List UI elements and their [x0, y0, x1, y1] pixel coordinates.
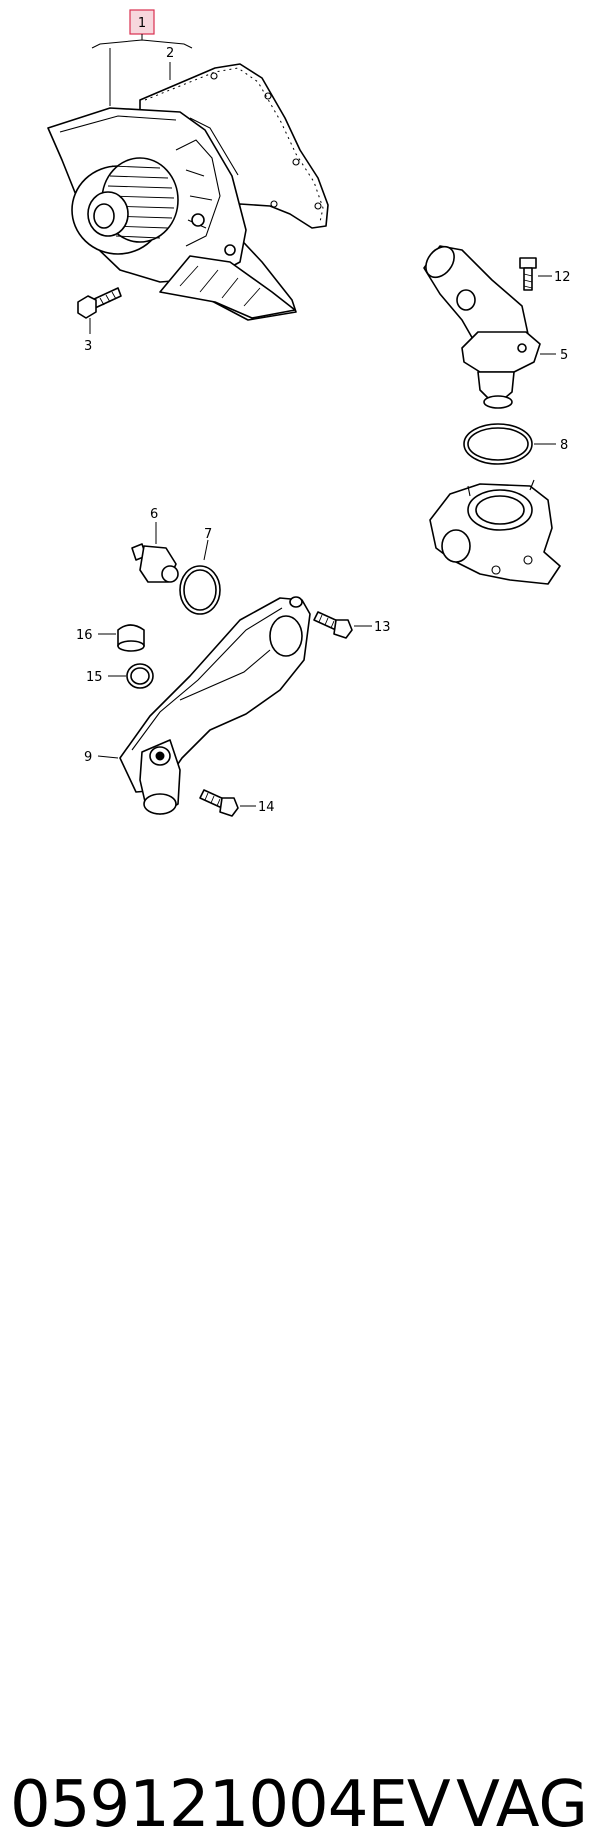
callout-7: 7	[204, 527, 212, 542]
callout-1-bracket	[91, 34, 193, 49]
pump-bolt-hole	[191, 213, 205, 227]
bolt-12-shank	[523, 267, 533, 291]
leader-7	[203, 539, 209, 561]
brand-name: VAG	[456, 1768, 588, 1842]
casting-ribs	[467, 479, 535, 497]
bolt-13	[313, 611, 372, 639]
pump-lower-plate	[159, 255, 296, 319]
impeller-detail	[175, 139, 221, 247]
water-pump-assembly	[47, 63, 329, 321]
callout-1-highlight	[129, 9, 155, 35]
gasket-hole	[210, 72, 218, 80]
thermostat-seal	[483, 395, 513, 409]
callout-1-group: 1	[91, 9, 193, 106]
bolt-13-head	[333, 619, 353, 639]
callout-12: 12	[554, 270, 571, 285]
bolt-12-head	[519, 257, 537, 269]
exploded-view-drawing: 1 2 3 12 5 8	[47, 9, 571, 817]
bolt-12-thread	[523, 273, 533, 289]
bolt-12	[519, 257, 552, 291]
thermostat-flange	[461, 331, 541, 373]
callout-8: 8	[560, 438, 568, 453]
gasket-hole	[270, 200, 278, 208]
bolt-13-thread	[318, 614, 335, 629]
parts-diagram: 1 2 3 12 5 8	[47, 9, 571, 817]
gasket-hole	[314, 202, 322, 210]
callout-6: 6	[150, 507, 158, 522]
gasket-hole	[292, 158, 300, 166]
pipe-side-port	[456, 289, 476, 311]
housing-rib	[179, 649, 271, 701]
flange-rib	[189, 117, 239, 176]
lower-plate-hatch	[179, 265, 261, 307]
callout-15: 15	[86, 670, 103, 685]
callout-2: 2	[166, 46, 174, 61]
sensor-6	[131, 522, 179, 583]
housing-port	[269, 615, 303, 657]
footer: 059121004EV VAG	[0, 880, 600, 1842]
callout-13: 13	[374, 620, 391, 635]
outlet-pipe-mouth	[425, 245, 455, 279]
washer-15	[108, 663, 154, 689]
pump-bolt-hole-2	[224, 244, 236, 256]
callout-1: 1	[138, 16, 146, 31]
bolt-14	[199, 789, 256, 817]
part-number: 059121004EV	[10, 1768, 451, 1842]
callout-14: 14	[258, 800, 275, 815]
housing-inner-edge	[131, 607, 283, 751]
callout-5: 5	[560, 348, 568, 363]
flange-edge	[59, 115, 177, 133]
cap-16-body	[117, 624, 145, 647]
cap-16	[98, 624, 145, 652]
o-ring-7-inner	[183, 569, 217, 611]
thermostat-housing-assembly	[423, 245, 561, 585]
cap-16-base	[117, 640, 145, 652]
housing-bolt-lug	[289, 596, 303, 608]
casting-hole	[523, 555, 533, 565]
sensor-6-seal	[161, 565, 179, 583]
gasket-hole	[264, 92, 272, 100]
leader-9	[97, 755, 119, 759]
pulley-bore	[93, 203, 115, 229]
casting-port	[441, 529, 471, 563]
casting-hole	[491, 565, 501, 575]
nozzle-mouth	[143, 793, 177, 815]
bolt-3-head	[77, 295, 97, 319]
nozzle-port-bore	[155, 751, 165, 761]
bolt-3	[77, 287, 122, 334]
flange-hole	[517, 343, 527, 353]
casting-opening	[475, 495, 525, 525]
pulley-grooves	[107, 165, 175, 239]
callout-9: 9	[84, 750, 92, 765]
o-ring-7	[179, 539, 221, 615]
bolt-14-head	[219, 797, 239, 817]
callout-3: 3	[84, 339, 92, 354]
gasket-dash-line	[144, 67, 324, 223]
washer-15-inner	[130, 667, 150, 685]
o-ring-8-inner	[467, 427, 529, 461]
coolant-flange-assembly	[119, 596, 311, 815]
callout-16: 16	[76, 628, 93, 643]
bolt-3-thread	[99, 291, 117, 306]
bolt-14-thread	[204, 792, 221, 807]
